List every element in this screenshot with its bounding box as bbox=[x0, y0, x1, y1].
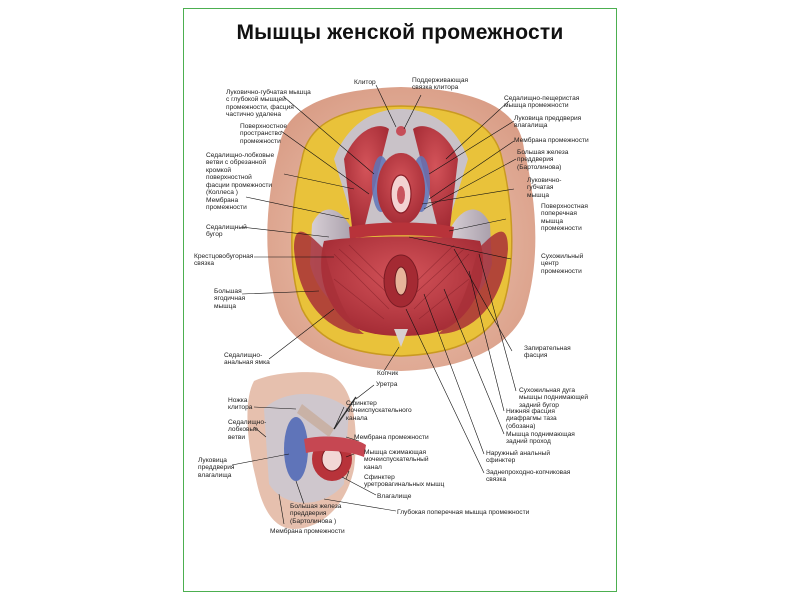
label-clitoris: Клитор bbox=[354, 79, 376, 86]
coccyx-tip bbox=[394, 329, 408, 347]
inset-label-vagina: Влагалище bbox=[377, 493, 412, 500]
clitoris-dot bbox=[396, 126, 406, 136]
inset-label-urethra: Уретра bbox=[376, 381, 398, 388]
ischiocavernosus-right bbox=[413, 126, 458, 229]
label-ischioanal-fossa: Седалищно-анальная ямка bbox=[224, 352, 270, 367]
inset-label-perineal-membrane: Мембрана промежности bbox=[354, 434, 429, 441]
vaginal-inner bbox=[397, 186, 405, 204]
inset-clitoris-crus bbox=[297, 404, 334, 437]
anal-opening bbox=[394, 266, 408, 296]
inset-label-perineal-membrane-bottom: Мембрана промежности bbox=[270, 528, 345, 535]
poster-frame: Мышцы женской промежности bbox=[183, 8, 617, 592]
label-bulbospongiosus-right: Луковично-губчатая мышца bbox=[527, 177, 562, 199]
anatomy-illustration bbox=[231, 84, 536, 529]
inset-label-deep-transverse: Глубокая поперечная мышца промежности bbox=[397, 509, 530, 516]
superficial-transverse-muscle bbox=[349, 222, 454, 239]
label-coccyx: Копчик bbox=[377, 370, 399, 377]
inset-urethra-probe bbox=[333, 396, 357, 430]
inset-label-ischiopubic-rami: Седалищно-лобковые ветви bbox=[228, 419, 267, 441]
poster-title: Мышцы женской промежности bbox=[236, 21, 564, 44]
ischiocavernosus-left bbox=[344, 126, 389, 229]
inset-bulb bbox=[284, 417, 308, 481]
label-perineal-membrane-right: Мембрана промежности bbox=[514, 137, 589, 144]
inset-figure bbox=[247, 372, 366, 529]
main-perineum-figure bbox=[267, 87, 536, 371]
leader-lines bbox=[231, 84, 517, 525]
inset-transverse bbox=[304, 436, 366, 457]
